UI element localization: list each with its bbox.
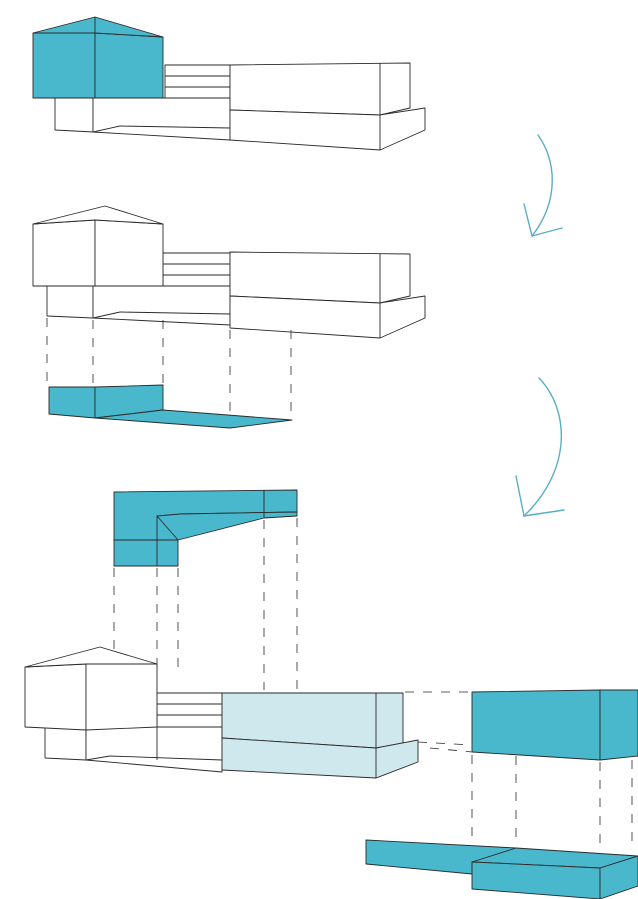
middle-slab <box>93 286 230 325</box>
transition-arrow-2 <box>516 378 564 516</box>
middle-slab <box>86 727 222 772</box>
gable-house-roof <box>25 647 157 667</box>
middle-slab <box>93 98 230 140</box>
gable-house-side <box>95 33 163 98</box>
l-volume-front <box>114 540 178 566</box>
steps <box>157 693 222 727</box>
right-footprint <box>366 840 638 899</box>
step-3-building <box>25 647 418 778</box>
right-block-front <box>472 690 600 760</box>
gable-house-side <box>95 220 163 286</box>
ground-footprint <box>49 385 292 428</box>
right-block-side <box>600 690 638 760</box>
right-block-lower <box>230 296 425 338</box>
steps <box>165 65 230 98</box>
right-block-upper <box>230 252 410 303</box>
transition-arrow-1 <box>524 135 562 236</box>
house-base <box>47 286 93 318</box>
steps <box>163 253 230 286</box>
step-1-building <box>33 17 425 150</box>
right-block-upper <box>230 63 410 115</box>
gable-house-front <box>33 220 95 286</box>
house-base <box>45 727 86 760</box>
l-volume-side <box>157 512 297 540</box>
upper-l-volume <box>114 490 297 566</box>
footprint-right-front <box>472 862 600 899</box>
gable-house-front <box>25 664 86 730</box>
step-2-building <box>33 206 425 338</box>
gable-house-front <box>33 33 95 98</box>
footprint-house <box>49 387 95 418</box>
right-projection-lines <box>472 755 632 850</box>
right-detached-block <box>472 690 638 760</box>
gable-house-side <box>86 664 157 730</box>
house-base <box>55 98 93 132</box>
right-block-lower <box>230 108 425 150</box>
